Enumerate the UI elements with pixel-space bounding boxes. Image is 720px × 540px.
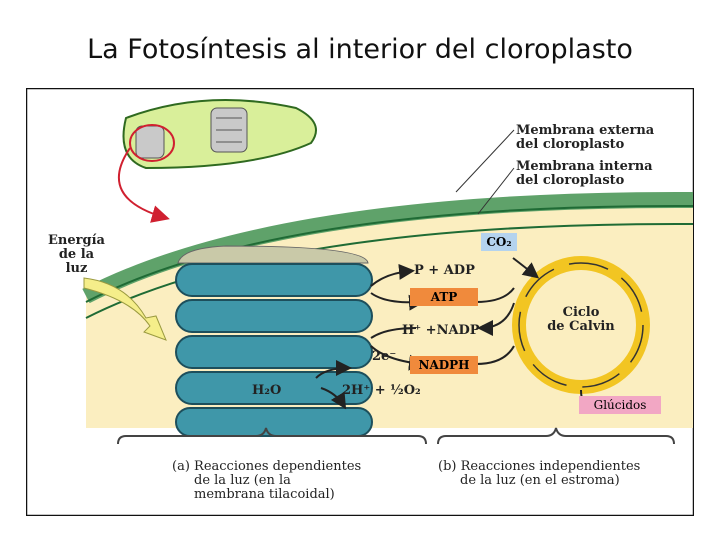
- atp-box: [410, 288, 478, 306]
- outer-membrane: [82, 191, 694, 304]
- water-label: H₂O: [252, 383, 282, 398]
- calvin-cycle-arrows: [518, 262, 644, 388]
- outer-membrane-line: [85, 204, 694, 303]
- outer-membrane-leader: [455, 129, 515, 193]
- light-arrow: [83, 277, 167, 341]
- pi-adp-label: P + ADP: [414, 263, 475, 278]
- brace-dark-reactions: [437, 427, 675, 445]
- brace-light-reactions: [117, 427, 427, 445]
- thylakoid-stack: [175, 245, 373, 437]
- co2-box: [481, 233, 517, 251]
- inner-membrane-leader: [477, 167, 515, 215]
- h-nadp-label: H⁺ +NADP⁺: [402, 323, 487, 338]
- nadph-box: [410, 356, 478, 374]
- atp-label: ATP: [430, 290, 458, 304]
- glucidos-label: Glúcidos: [593, 398, 647, 412]
- electrons-label: 2e⁻: [372, 349, 397, 364]
- products-label: 2H⁺ + ½O₂: [342, 383, 421, 398]
- glucidos-box: [579, 396, 661, 414]
- diagram-graphics: [26, 88, 694, 516]
- nadph-label: NADPH: [418, 358, 470, 372]
- chloroplast-icon: [118, 99, 317, 223]
- slide-title: La Fotosíntesis al interior del cloropla…: [87, 34, 633, 65]
- caption-light-reactions: (a) Reacciones dependientes de la luz (e…: [172, 459, 362, 502]
- co2-label: CO₂: [486, 235, 512, 249]
- inner-membrane: [85, 222, 694, 319]
- caption-dark-reactions: (b) Reacciones independientes de la luz …: [438, 459, 641, 488]
